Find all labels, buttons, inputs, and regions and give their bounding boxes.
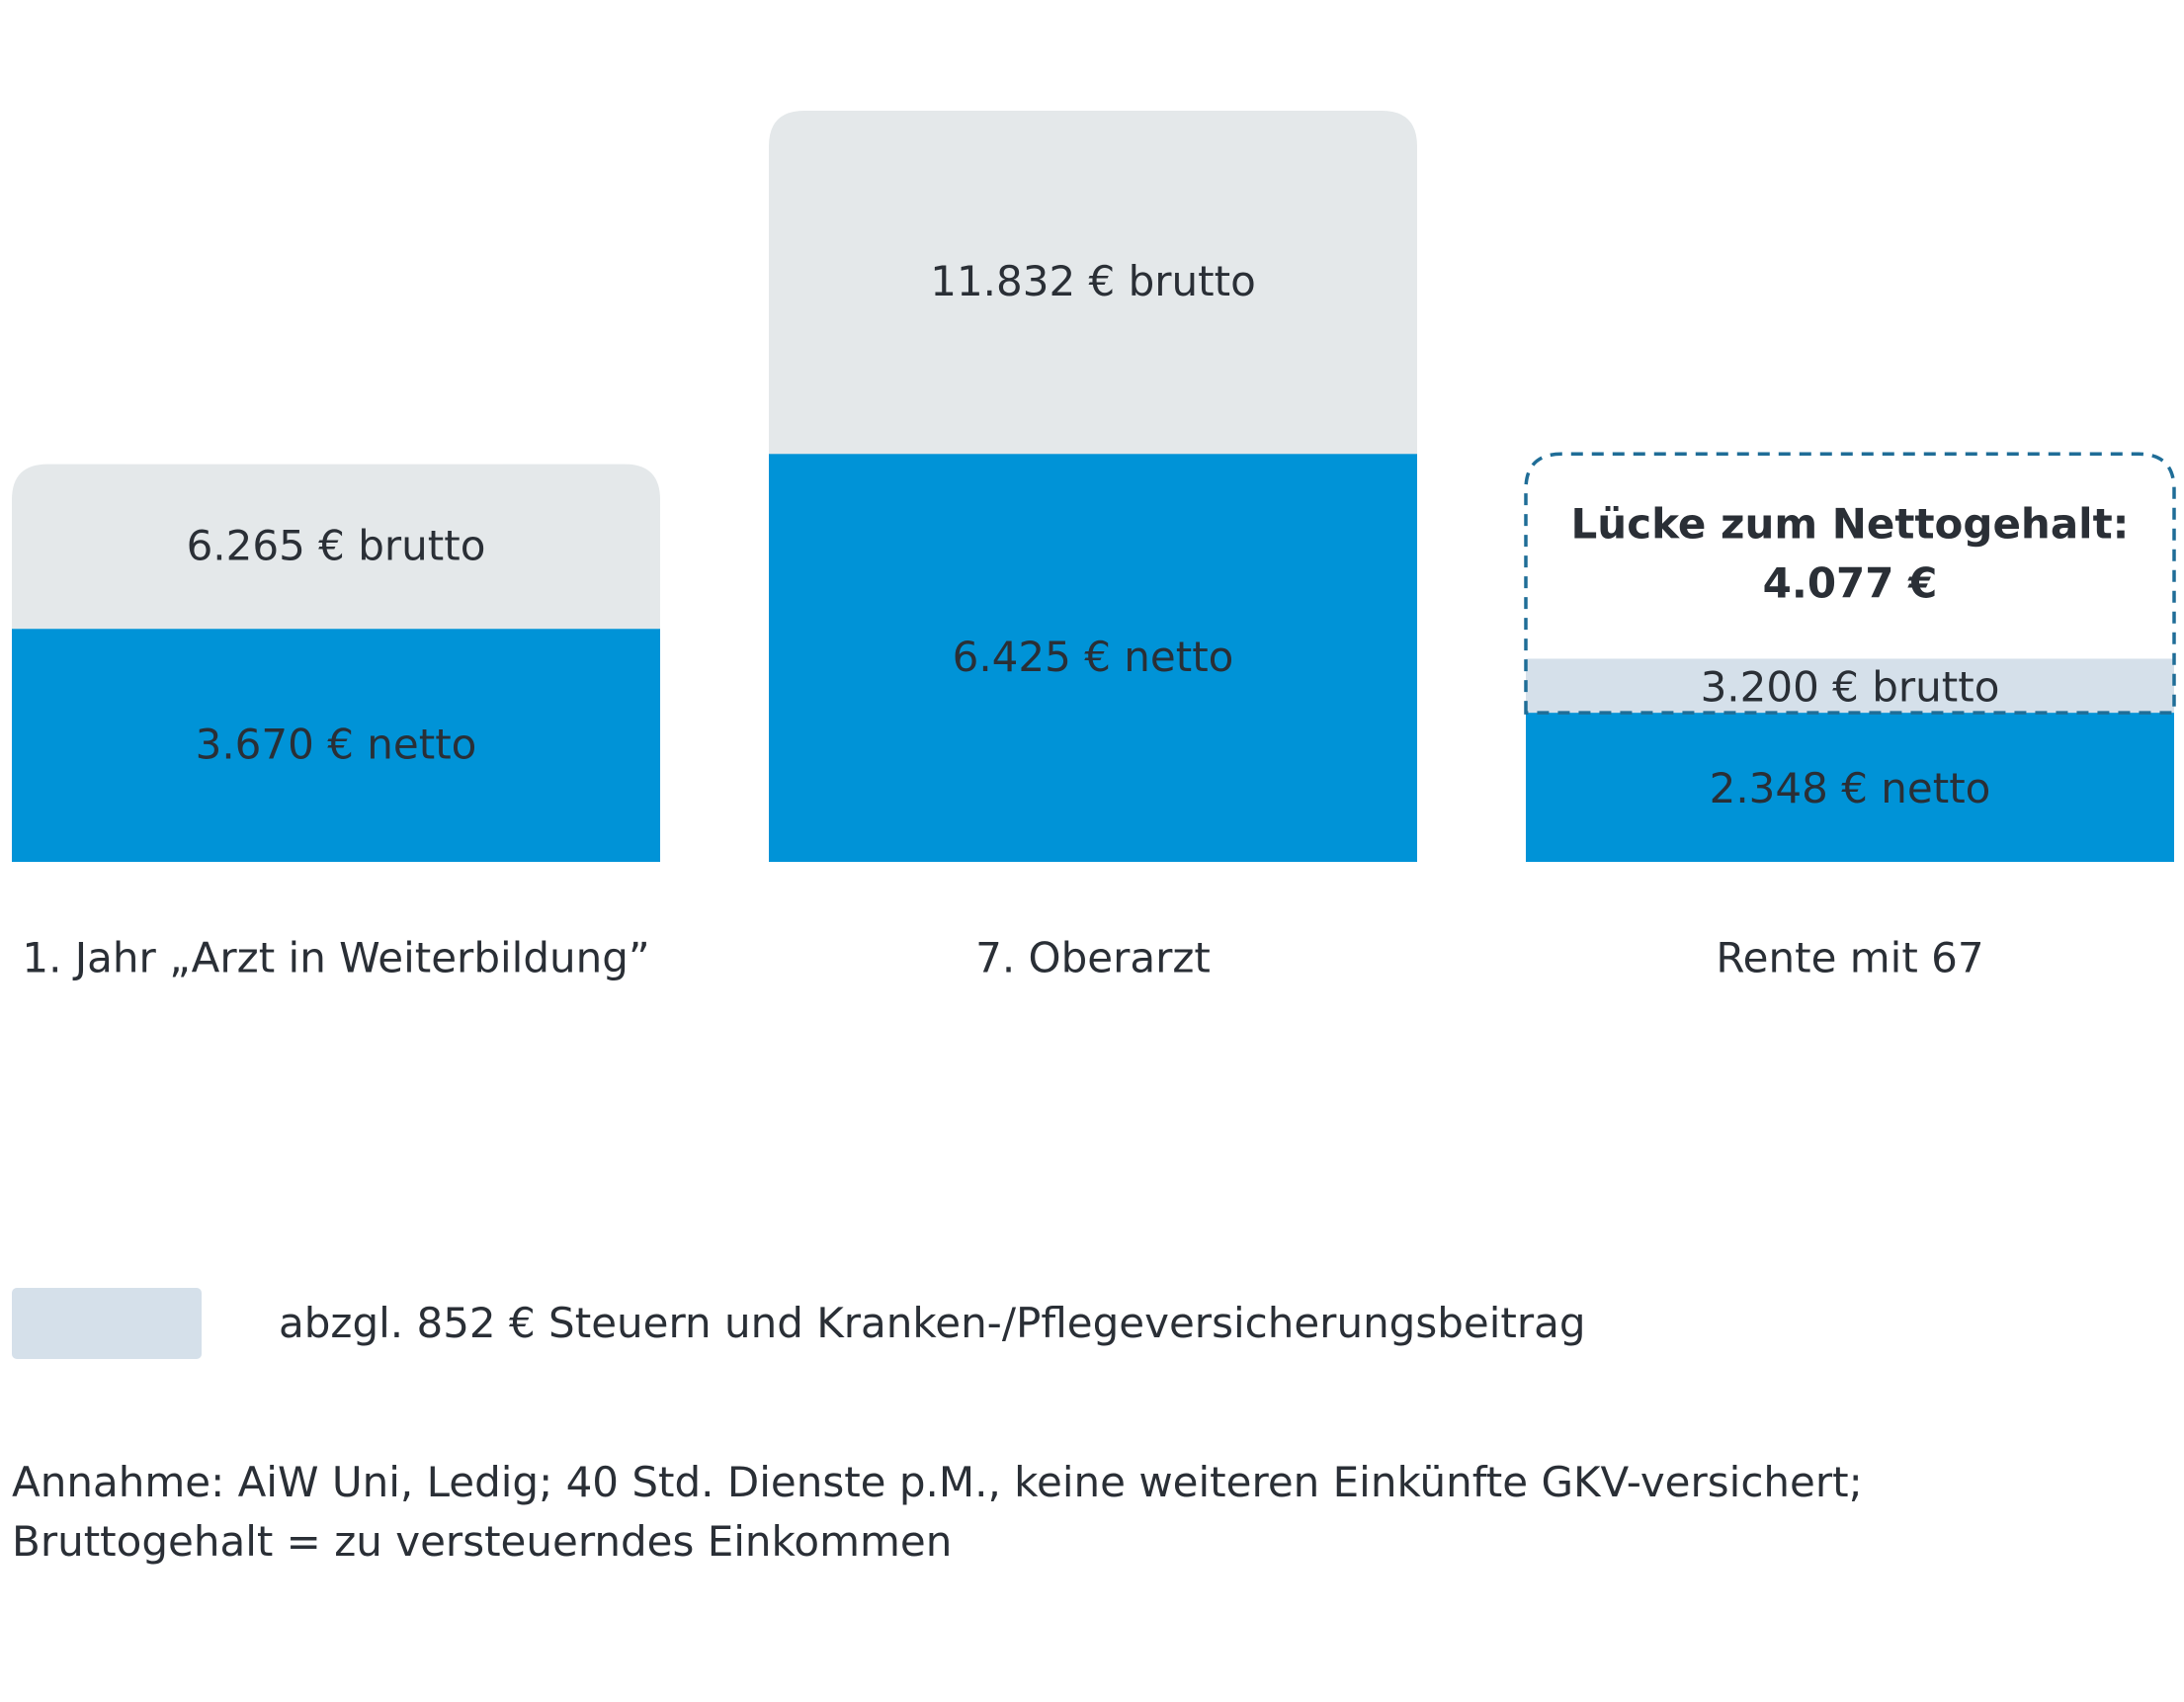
- category-label-1: 7. Oberarzt: [975, 934, 1211, 982]
- bar-brutto-label-0: 6.265 € brutto: [187, 521, 486, 569]
- bar-netto-label-2: 2.348 € netto: [1710, 764, 1991, 812]
- gap-amount: 4.077 €: [1763, 558, 1938, 607]
- assumption-note: Annahme: AiW Uni, Ledig; 40 Std. Dienste…: [12, 1453, 2166, 1572]
- bar-brutto-label-2: 3.200 € brutto: [1701, 662, 2000, 711]
- gap-title: Lücke zum Nettogehalt:: [1571, 499, 2130, 548]
- category-label-2: Rente mit 67: [1716, 934, 1983, 982]
- gap-outline: [1524, 452, 2176, 715]
- bar-netto-label-0: 3.670 € netto: [196, 721, 477, 769]
- bar-netto-label-1: 6.425 € netto: [953, 633, 1234, 681]
- assumption-note-line-2: Bruttogehalt = zu versteuerndes Einkomme…: [12, 1517, 953, 1566]
- legend: abzgl. 852 € Steuern und Kranken-/Pflege…: [12, 1288, 1586, 1359]
- legend-swatch: [12, 1288, 202, 1359]
- bar-netto-2: [1526, 713, 2174, 862]
- assumption-note-line-1: Annahme: AiW Uni, Ledig; 40 Std. Dienste…: [12, 1458, 1863, 1506]
- bar-brutto-label-1: 11.832 € brutto: [930, 257, 1256, 305]
- bar-netto-1: [769, 454, 1417, 862]
- category-label-0: 1. Jahr „Arzt in Weiterbildung”: [22, 934, 649, 982]
- bar-netto-0: [12, 629, 660, 862]
- legend-label: abzgl. 852 € Steuern und Kranken-/Pflege…: [279, 1299, 1586, 1347]
- salary-chart: 6.265 € brutto 3.670 € netto 1. Jahr „Arzt…: [12, 111, 2176, 982]
